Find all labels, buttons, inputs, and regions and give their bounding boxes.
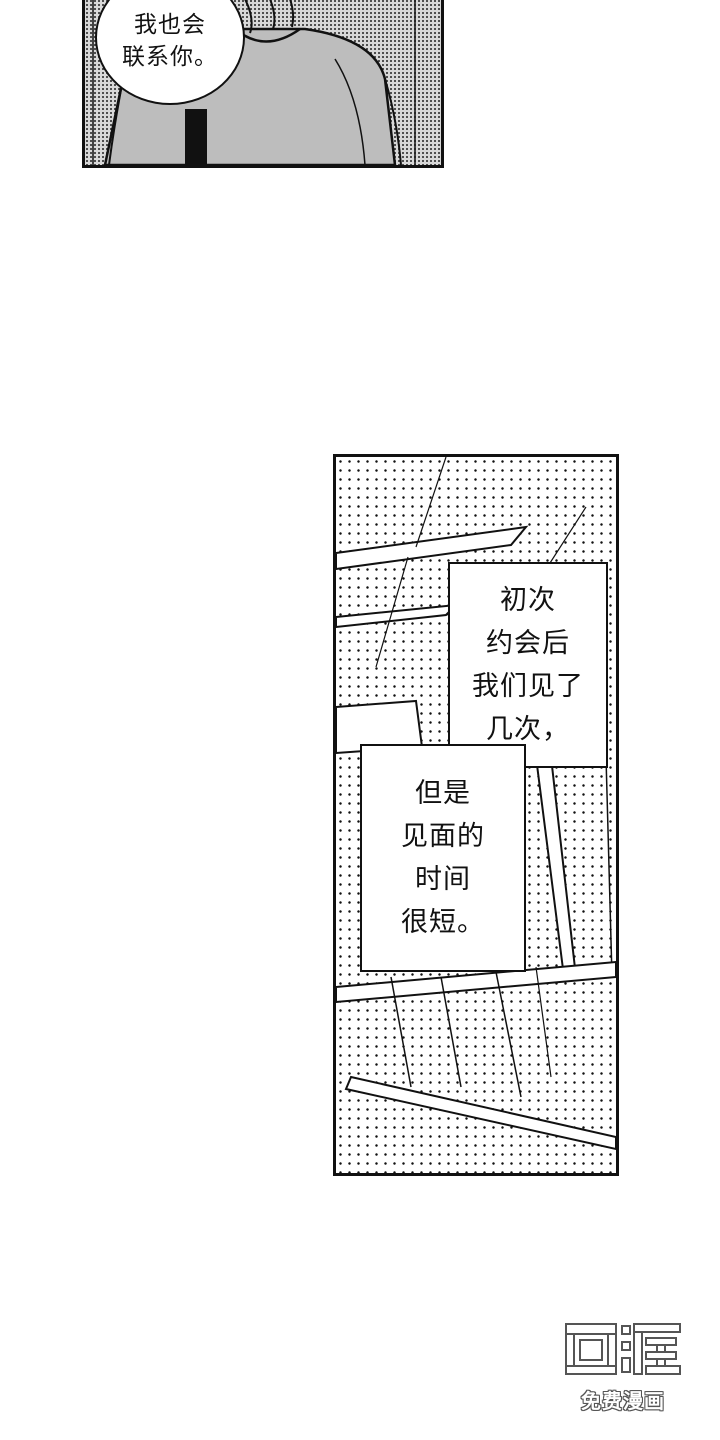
narration-1-line-1: 初次 (500, 585, 556, 616)
watermark: 免费漫画 (562, 1318, 684, 1418)
speech-bubble: 我也会 联系你。 (95, 0, 245, 105)
narration-box-2: 但是 见面的 时间 很短。 (360, 744, 526, 972)
narration-1-line-3: 我们见了 (472, 671, 584, 702)
narration-2-line-2: 见面的 (401, 821, 485, 852)
narration-1-line-2: 约会后 (486, 628, 570, 659)
narration-box-1: 初次 约会后 我们见了 几次， (448, 562, 608, 768)
narration-1-line-4: 几次， (486, 714, 570, 745)
watermark-logo-icon (565, 1323, 681, 1375)
narration-2-line-3: 时间 (415, 864, 471, 895)
speech-line-1: 我也会 (134, 12, 206, 38)
narration-2-line-1: 但是 (415, 778, 471, 809)
narration-2-line-4: 很短。 (401, 907, 485, 938)
watermark-label: 免费漫画 (581, 1389, 665, 1413)
speech-line-2: 联系你。 (122, 44, 218, 70)
